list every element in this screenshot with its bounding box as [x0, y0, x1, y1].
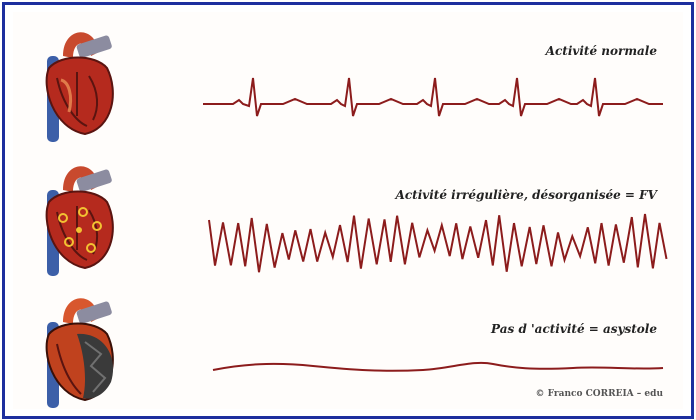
panel-asystole: Pas d 'activité = asystole [13, 282, 683, 414]
panel-normal: Activité normale [13, 14, 683, 146]
heart-fibrillation-illustration [45, 166, 114, 276]
caption-normal: Activité normale [545, 44, 657, 58]
ecg-trace-asystole [212, 361, 664, 372]
image-credit: © Franco CORREIA – edu [535, 389, 663, 399]
heart-asystole-illustration [45, 298, 114, 408]
caption-asystole: Pas d 'activité = asystole [491, 322, 657, 336]
panel-fibrillation: Activité irrégulière, désorganisée = FV [13, 150, 683, 282]
heart-normal-illustration [45, 32, 114, 142]
ecg-trace-fibrillation [208, 213, 668, 273]
ecg-trace-normal [203, 77, 663, 117]
figure-canvas: Activité normale Activité irrégulière, d… [13, 12, 683, 409]
caption-fibrillation: Activité irrégulière, désorganisée = FV [395, 188, 657, 202]
